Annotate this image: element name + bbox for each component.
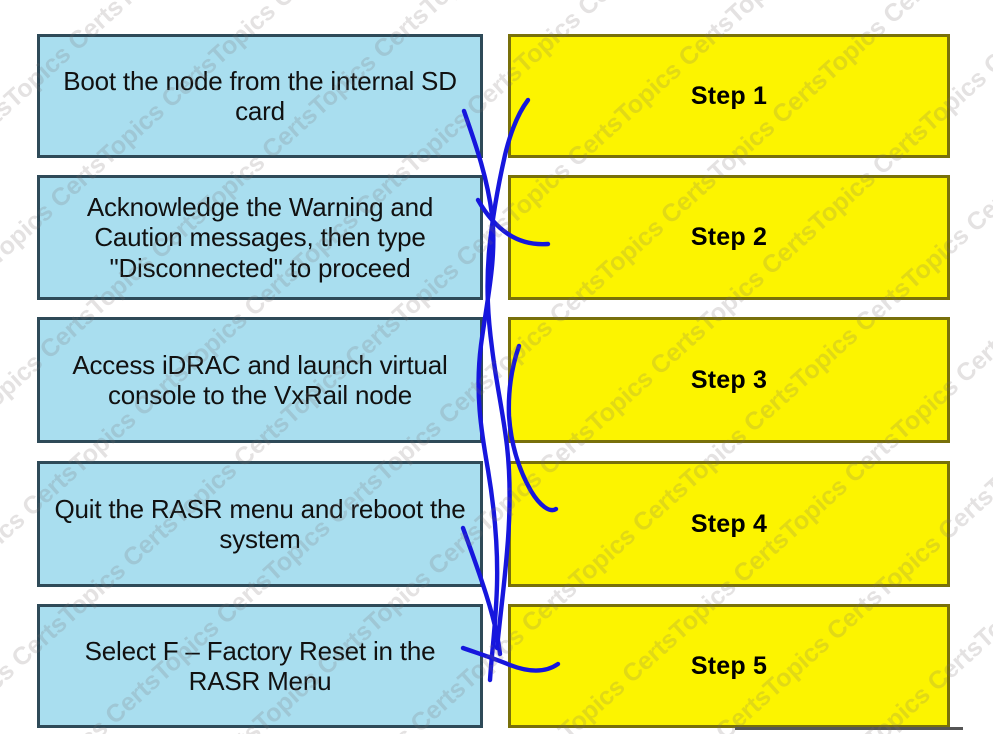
task-box-5-label: Select F – Factory Reset in the RASR Men…: [84, 635, 436, 696]
step-box-1-label: Step 1: [690, 81, 768, 110]
step-box-5[interactable]: Step 5: [508, 604, 950, 728]
task-box-3-label: Access iDRAC and launch virtual console …: [72, 349, 448, 410]
step-box-2-label: Step 2: [690, 223, 768, 251]
task-box-1-label: Boot the node from the internal SD card: [63, 65, 457, 126]
step-box-5-label: Step 5: [690, 651, 768, 680]
task-box-5[interactable]: Select F – Factory Reset in the RASR Men…: [37, 604, 483, 728]
task-box-3[interactable]: Access iDRAC and launch virtual console …: [37, 317, 483, 443]
task-box-1[interactable]: Boot the node from the internal SD card: [37, 34, 483, 158]
step-box-4[interactable]: Step 4: [508, 461, 950, 587]
bottom-divider-rule: [735, 727, 963, 730]
step-box-1[interactable]: Step 1: [508, 34, 950, 158]
task-box-4-label: Quit the RASR menu and reboot the system: [54, 493, 466, 554]
step-box-4-label: Step 4: [690, 509, 768, 538]
step-box-3[interactable]: Step 3: [508, 317, 950, 443]
step-box-2[interactable]: Step 2: [508, 175, 950, 300]
step-box-3-label: Step 3: [690, 365, 768, 394]
task-box-2[interactable]: Acknowledge the Warning and Caution mess…: [37, 175, 483, 300]
task-box-2-label: Acknowledge the Warning and Caution mess…: [86, 192, 434, 283]
task-box-4[interactable]: Quit the RASR menu and reboot the system: [37, 461, 483, 587]
